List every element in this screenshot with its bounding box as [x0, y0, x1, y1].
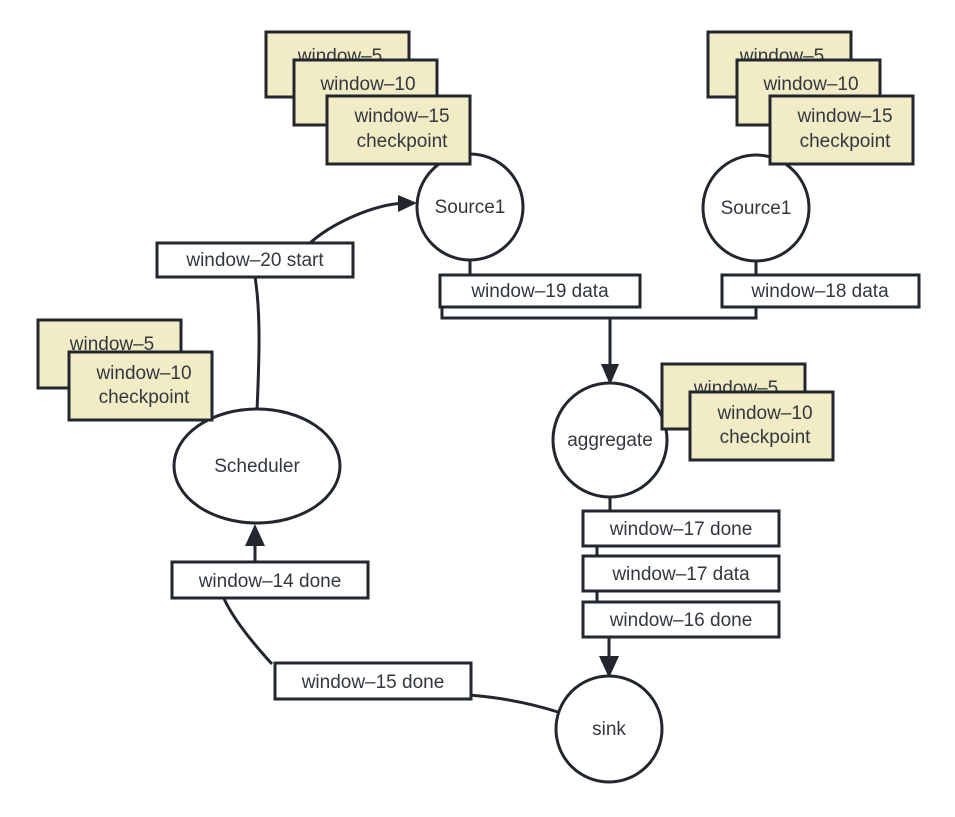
checkpoint-card-line1: window–10: [716, 403, 812, 424]
message-box-label: window–17 data: [611, 564, 750, 585]
checkpoint-card[interactable]: window–15 checkpoint: [325, 94, 472, 166]
checkpoint-card-rect[interactable]: [325, 94, 472, 166]
checkpoint-card-line2: checkpoint: [800, 131, 892, 152]
message-box-rect[interactable]: [438, 273, 642, 309]
message-box-rect[interactable]: [155, 241, 355, 279]
checkpoint-card[interactable]: window–10 checkpoint: [67, 350, 214, 422]
message-window-15-done[interactable]: window–15 done: [273, 661, 473, 701]
checkpoint-card-line2: checkpoint: [99, 387, 191, 408]
arrowhead-to-source1-left: [398, 195, 417, 212]
checkpoint-stack-aggregate: window–5 window–10 checkpoint: [660, 362, 835, 462]
node-aggregate[interactable]: aggregate: [551, 381, 669, 499]
edge-window20start-to-source1-left: [253, 276, 261, 413]
node-sink[interactable]: sink: [554, 674, 664, 784]
message-box-rect[interactable]: [581, 509, 781, 548]
message-box-label: window–16 done: [609, 610, 753, 631]
arrowhead-to-aggregate: [601, 364, 619, 385]
checkpoint-card-line1: window–5: [69, 334, 155, 355]
edge-merge-bus: [440, 306, 758, 320]
message-box-label: window–14 done: [198, 571, 342, 592]
node-scheduler[interactable]: Scheduler: [172, 407, 342, 525]
message-box-label: window–19 data: [470, 281, 609, 302]
message-window-17-done[interactable]: window–17 done: [581, 509, 781, 548]
message-box-rect[interactable]: [581, 600, 781, 639]
checkpoint-stack-source1-right: window–5 window–10 window–15 checkpoint: [706, 30, 915, 166]
arrowhead-to-scheduler: [245, 524, 265, 546]
checkpoint-card-line1: window–10: [319, 74, 415, 95]
message-box-rect[interactable]: [581, 554, 781, 593]
checkpoint-stack-source1-left: window–5 window–10 window–15 checkpoint: [264, 30, 472, 166]
source1-right-label: Source1: [721, 198, 792, 219]
checkpoint-card-rect[interactable]: [688, 390, 835, 462]
checkpoint-card-rect[interactable]: [768, 94, 915, 166]
checkpoint-card-line2: checkpoint: [357, 131, 449, 152]
edge-window15done-to-window14done: [220, 593, 274, 666]
scheduler-label: Scheduler: [214, 456, 300, 477]
message-box-rect[interactable]: [720, 273, 921, 309]
message-window-20-start[interactable]: window–20 start: [155, 241, 355, 279]
node-source1-right[interactable]: Source1: [701, 153, 811, 263]
message-window-16-done[interactable]: window–16 done: [581, 600, 781, 639]
aggregate-label: aggregate: [567, 430, 653, 451]
message-window-17-data[interactable]: window–17 data: [581, 554, 781, 593]
checkpoint-card-line1: window–10: [762, 74, 858, 95]
arrowhead-to-sink: [599, 656, 619, 678]
checkpoint-card-line2: checkpoint: [720, 427, 812, 448]
checkpoint-card-line1: window–15: [353, 106, 449, 127]
edge-scheduler-to-source1-left: [308, 201, 405, 245]
message-box-rect[interactable]: [273, 661, 473, 701]
sink-circle[interactable]: [554, 674, 664, 784]
scheduler-ellipse[interactable]: [172, 407, 342, 525]
aggregate-circle[interactable]: [551, 381, 669, 499]
message-window-18-data[interactable]: window–18 data: [720, 273, 921, 309]
checkpoint-card[interactable]: window–10 checkpoint: [688, 390, 835, 462]
checkpoint-stack-scheduler: window–5 window–10 checkpoint: [36, 318, 214, 422]
message-box-rect[interactable]: [170, 560, 370, 600]
message-window-19-data[interactable]: window–19 data: [438, 273, 642, 309]
message-box-label: window–18 data: [750, 281, 889, 302]
source1-left-label: Source1: [435, 197, 506, 218]
checkpoint-card[interactable]: window–15 checkpoint: [768, 94, 915, 166]
source1-right-circle[interactable]: [701, 153, 811, 263]
sink-label: sink: [592, 719, 626, 740]
checkpoint-card-line1: window–15: [796, 106, 892, 127]
message-window-14-done[interactable]: window–14 done: [170, 560, 370, 600]
node-source1-left[interactable]: Source1: [415, 152, 525, 262]
message-box-label: window–17 done: [609, 519, 753, 540]
message-box-label: window–15 done: [301, 672, 445, 693]
message-box-label: window–20 start: [185, 250, 324, 271]
checkpoint-card-line1: window–10: [95, 363, 191, 384]
checkpoint-card-rect[interactable]: [67, 350, 214, 422]
